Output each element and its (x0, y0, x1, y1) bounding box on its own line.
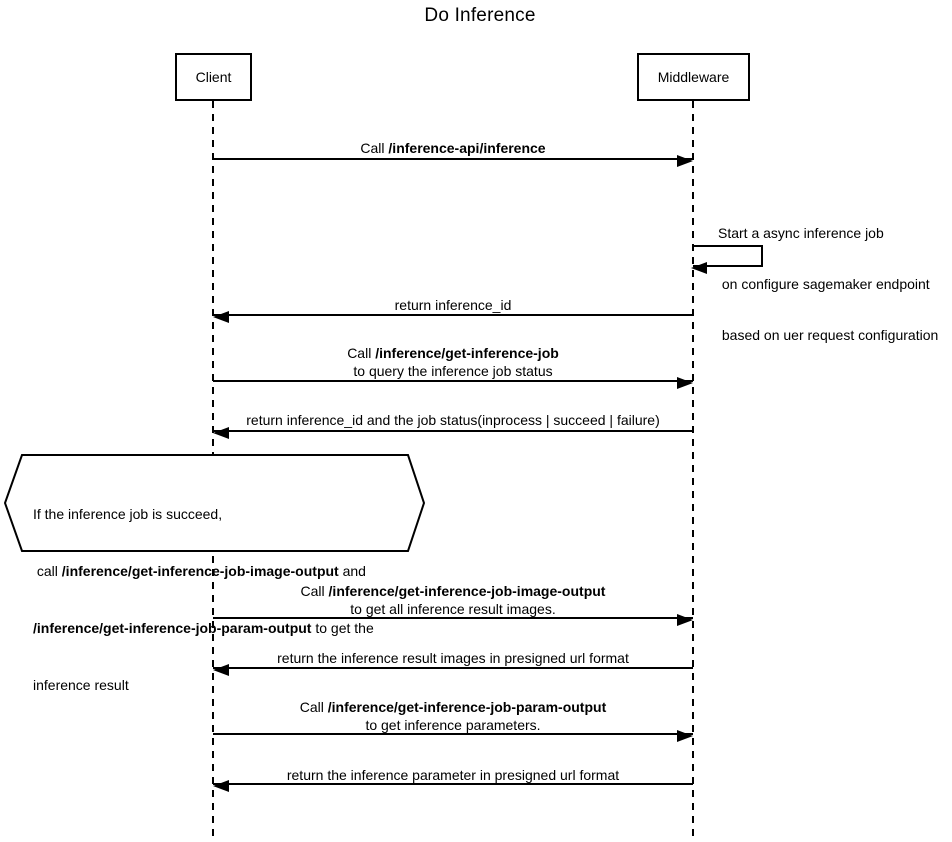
condition-note-line: If the inference job is succeed, (33, 506, 223, 522)
self-loop-bottom-line (691, 262, 763, 274)
message-line: to get all inference result images. (350, 601, 556, 617)
note-text: and (338, 563, 366, 579)
actor-box-client: Client (175, 53, 252, 101)
actor-middleware-label: Middleware (657, 69, 730, 85)
note-path: /inference/get-inference-job-image-outpu… (61, 563, 339, 579)
note-text: call (33, 563, 62, 579)
message-path: /inference/get-inference-job (375, 345, 559, 361)
condition-note-text: If the inference job is succeed, call /i… (33, 467, 374, 733)
arrowhead-left-icon (213, 427, 229, 439)
message-path: /inference/get-inference-job-image-outpu… (328, 583, 606, 599)
self-message-line: on configure sagemaker endpoint (718, 276, 930, 292)
message-return-job-status-label: return inference_id and the job status(i… (246, 412, 660, 428)
arrow-return-job-status (213, 427, 693, 439)
arrowhead-left-icon (691, 262, 707, 274)
arrowhead-right-icon (677, 155, 693, 167)
arrow-call-param-output (213, 730, 693, 742)
message-line: to query the inference job status (353, 363, 553, 379)
message-line: Call /inference/get-inference-job (213, 344, 693, 362)
self-loop-right-line (761, 245, 763, 267)
actor-client-label: Client (195, 69, 232, 85)
arrowhead-left-icon (213, 664, 229, 676)
self-message-start-job-label: Start a async inference job on configure… (718, 191, 938, 378)
arrow-call-image-output (213, 614, 693, 626)
condition-note-hexagon (3, 454, 426, 552)
condition-note-line: call /inference/get-inference-job-image-… (33, 562, 374, 581)
condition-note-line: inference result (33, 677, 129, 693)
actor-box-middleware: Middleware (637, 53, 750, 101)
message-call-get-job-label: Call /inference/get-inference-job to que… (213, 344, 693, 380)
arrowhead-right-icon (677, 614, 693, 626)
message-call-inference-label: Call /inference-api/inference (213, 139, 693, 157)
self-loop-top-line (693, 245, 763, 247)
self-message-line: Start a async inference job (718, 225, 884, 241)
message-text: Call (347, 345, 376, 361)
message-line: Call /inference/get-inference-job-param-… (213, 698, 693, 716)
message-text: Call (299, 699, 328, 715)
arrow-call-get-job (213, 377, 693, 389)
message-path: /inference/get-inference-job-param-outpu… (327, 699, 607, 715)
message-line: Call /inference/get-inference-job-image-… (213, 582, 693, 600)
arrow-return-images (213, 664, 693, 676)
message-path: /inference-api/inference (388, 140, 546, 156)
message-return-inference-id-label: return inference_id (394, 297, 512, 313)
arrowhead-left-icon (213, 780, 229, 792)
condition-note-line: /inference/get-inference-job-param-outpu… (33, 619, 374, 638)
arrow-return-params (213, 780, 693, 792)
arrow-call-inference (213, 155, 693, 167)
message-text: Call (300, 583, 329, 599)
message-call-param-output-label: Call /inference/get-inference-job-param-… (213, 698, 693, 734)
self-message-line: based on uer request configuration (718, 327, 939, 343)
message-return-images-label: return the inference result images in pr… (277, 650, 629, 666)
arrowhead-right-icon (677, 730, 693, 742)
arrowhead-right-icon (677, 377, 693, 389)
note-text: to get the (311, 620, 374, 636)
message-return-params-label: return the inference parameter in presig… (286, 767, 620, 783)
arrow-return-inference-id (213, 311, 693, 323)
diagram-title: Do Inference (424, 5, 536, 26)
arrowhead-left-icon (213, 311, 229, 323)
message-text: Call (360, 140, 389, 156)
message-line: to get inference parameters. (365, 717, 541, 733)
lifeline-middleware (692, 101, 694, 842)
note-path: /inference/get-inference-job-param-outpu… (33, 620, 312, 636)
message-call-image-output-label: Call /inference/get-inference-job-image-… (213, 582, 693, 618)
